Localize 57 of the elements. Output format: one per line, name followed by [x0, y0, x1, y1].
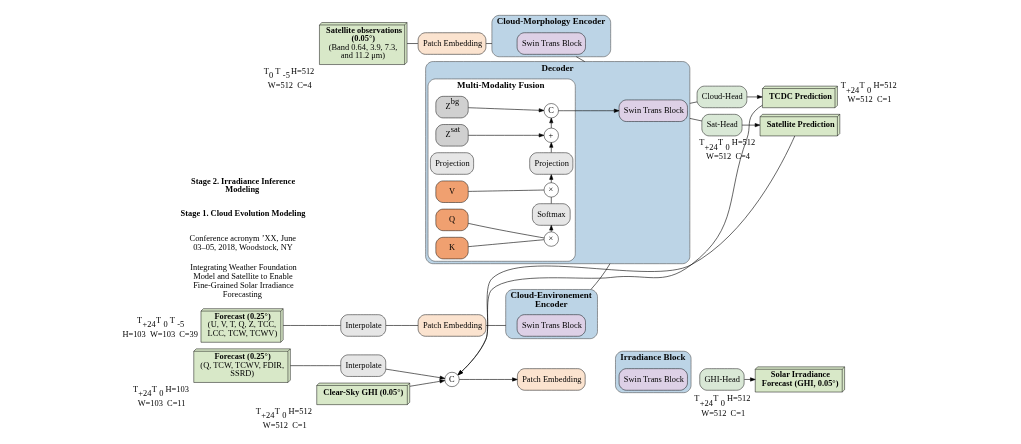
node-box: Sat-Head [701, 114, 743, 137]
node-box: Interpolate [340, 354, 386, 377]
node-label: H=103 W=103 C=39 [122, 329, 198, 339]
arrow [558, 108, 620, 113]
node-label: H=512 [873, 81, 897, 91]
node-box: Patch Embedding [417, 314, 487, 337]
label: Conference acronym ’XX, June 03–05, 2018, Woodstock, NY [189, 234, 297, 253]
node-box: Projection [430, 152, 474, 175]
node-box: Softmax [532, 203, 571, 226]
label: Stage 2. Irradiance Inference Modeling [191, 177, 296, 195]
connector [385, 325, 419, 326]
node-box: Projection [529, 152, 574, 175]
arrow [457, 105, 763, 376]
node-label: W=512 C=1 [262, 421, 307, 431]
node-circle: C [444, 372, 460, 387]
arrow [744, 377, 756, 382]
arrow [741, 123, 761, 128]
node-box: Patch Embedding [417, 32, 487, 55]
arrow [746, 94, 763, 99]
node-label: H=103 [165, 384, 189, 394]
node-box: GHI-Head [699, 368, 745, 391]
node-box: Interpolate [340, 314, 386, 337]
node-label: W=512 C=4 [267, 81, 312, 91]
node-box: Patch Embedding [517, 368, 586, 391]
arrow [549, 225, 554, 233]
node-label: W=103 C=11 [137, 398, 186, 408]
node-label: W=512 C=4 [706, 152, 750, 162]
node-label: W=512 C=1 [701, 408, 746, 418]
arrow [385, 368, 446, 380]
node-circle: C [543, 103, 559, 119]
arrow [468, 107, 545, 113]
connector [485, 325, 506, 326]
node-box: Swin Trans Block [618, 99, 688, 122]
node-label: H=512 [290, 66, 315, 76]
arrow [457, 135, 796, 376]
label: Stage 1. Cloud Evolution Modeling [180, 209, 306, 219]
node-box: K [435, 237, 469, 260]
node-circle: × [543, 182, 559, 198]
arrow [468, 133, 545, 138]
arrow [459, 377, 518, 382]
arrow [549, 117, 554, 129]
arrow [549, 142, 554, 153]
node-label: H=512 [288, 406, 312, 416]
node-box: Swin Trans Block [618, 368, 688, 391]
node-box: Swin Trans Block [516, 314, 586, 337]
connector [590, 263, 611, 290]
node-label: W=512 C=1 [847, 95, 892, 105]
node-label: H=512 [727, 394, 751, 404]
node-box: Swin Trans Block [516, 32, 586, 55]
node-circle: + [543, 127, 559, 143]
arrow [409, 379, 445, 387]
node-box: Q [435, 208, 469, 231]
node-box: V [435, 180, 469, 203]
node-box: Cloud-Head [696, 85, 748, 108]
arrow [549, 174, 554, 183]
node-label: H=512 [731, 138, 756, 148]
label: Integrating Weather Foundation Model and Satellite to Enable Fine-Grained Solar Irradiance Forecasting [190, 263, 297, 300]
